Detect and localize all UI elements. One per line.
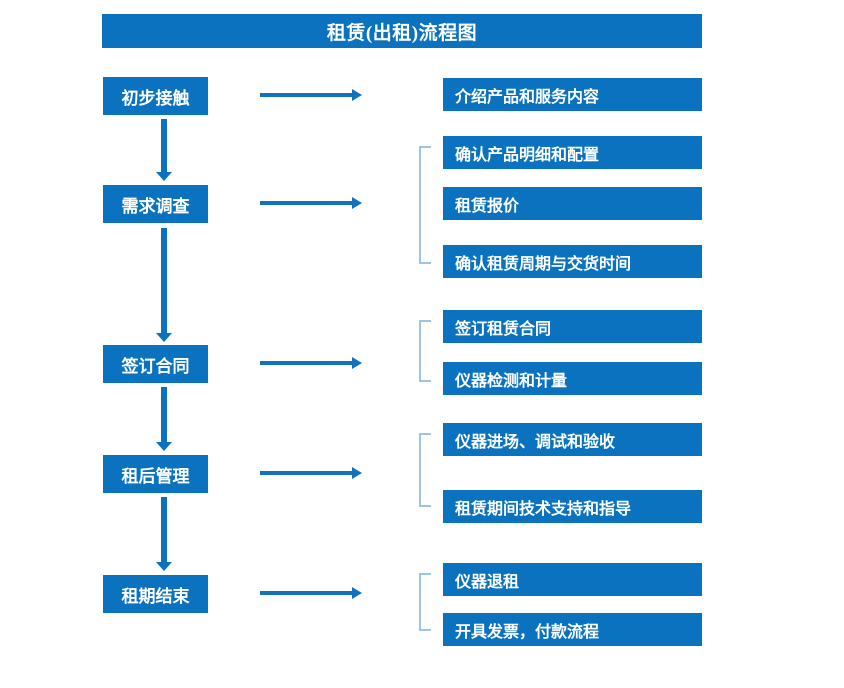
arrow-shaft <box>260 591 352 595</box>
arrow-shaft <box>260 93 352 97</box>
arrow-head <box>352 587 362 599</box>
stage-box-initial-contact[interactable]: 初步接触 <box>103 77 208 115</box>
arrow-shaft <box>161 387 167 442</box>
right-arrow-icon <box>260 89 362 101</box>
right-arrow-icon <box>260 467 362 479</box>
detail-box-confirm-period[interactable]: 确认租赁周期与交货时间 <box>443 245 702 278</box>
stage-box-lease-end[interactable]: 租期结束 <box>103 575 208 613</box>
arrow-head <box>352 89 362 101</box>
stage-box-sign-contract[interactable]: 签订合同 <box>103 345 208 383</box>
detail-box-invoice-payment[interactable]: 开具发票，付款流程 <box>443 613 702 646</box>
stage-box-needs-survey[interactable]: 需求调查 <box>103 185 208 223</box>
group-bracket-bracket-contract <box>419 320 431 382</box>
down-arrow-icon <box>156 387 172 451</box>
right-arrow-icon <box>260 357 362 369</box>
detail-box-instrument-test[interactable]: 仪器检测和计量 <box>443 362 702 395</box>
group-bracket-bracket-leaseend <box>419 573 431 631</box>
arrow-shaft <box>260 201 352 205</box>
arrow-head <box>352 467 362 479</box>
right-arrow-icon <box>260 197 362 209</box>
arrow-shaft <box>260 361 352 365</box>
page-title: 租赁(出租)流程图 <box>102 14 702 48</box>
arrow-head <box>156 333 172 342</box>
arrow-shaft <box>161 119 167 172</box>
down-arrow-icon <box>156 497 172 571</box>
detail-box-instrument-return[interactable]: 仪器退租 <box>443 563 702 596</box>
down-arrow-icon <box>156 119 172 181</box>
arrow-shaft <box>260 471 352 475</box>
detail-box-confirm-spec[interactable]: 确认产品明细和配置 <box>443 136 702 169</box>
arrow-head <box>156 442 172 451</box>
group-bracket-bracket-needs <box>419 146 431 264</box>
arrow-head <box>156 172 172 181</box>
right-arrow-icon <box>260 587 362 599</box>
arrow-head <box>156 562 172 571</box>
down-arrow-icon <box>156 228 172 342</box>
group-bracket-bracket-postrent <box>419 433 431 507</box>
arrow-shaft <box>161 497 167 562</box>
stage-box-post-rent-mgmt[interactable]: 租后管理 <box>103 455 208 493</box>
detail-box-sign-rental-ctr[interactable]: 签订租赁合同 <box>443 310 702 343</box>
detail-box-tech-support[interactable]: 租赁期间技术支持和指导 <box>443 490 702 523</box>
arrow-head <box>352 357 362 369</box>
detail-box-intro-products[interactable]: 介绍产品和服务内容 <box>443 78 702 111</box>
arrow-shaft <box>161 228 167 333</box>
detail-box-instrument-onsite[interactable]: 仪器进场、调试和验收 <box>443 423 702 456</box>
arrow-head <box>352 197 362 209</box>
detail-box-rental-quote[interactable]: 租赁报价 <box>443 187 702 220</box>
